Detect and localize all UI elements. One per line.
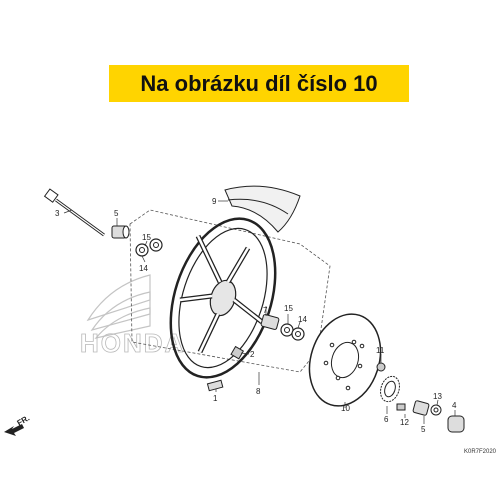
callout-15b: 15: [284, 304, 293, 313]
bearing-right-part: [280, 323, 305, 341]
callout-4: 4: [452, 401, 457, 410]
banner-text: Na obrázku díl číslo 10: [140, 70, 378, 96]
disk-bolt-part: [376, 362, 386, 372]
small-bolt-part: [396, 403, 406, 411]
part-number-banner: Na obrázku díl číslo 10: [109, 65, 409, 102]
diagram-code: K0R7F2020: [464, 449, 497, 455]
callout-7: 7: [263, 306, 268, 315]
callout-5: 5: [114, 209, 119, 218]
callout-6: 6: [384, 415, 389, 424]
brake-disk-part: [308, 313, 382, 407]
callout-10: 10: [341, 404, 350, 413]
tire-part: [224, 185, 301, 233]
speedometer-gear-part: [380, 375, 400, 403]
callout-12: 12: [400, 418, 409, 427]
direction-label: FR.: [16, 413, 32, 427]
callout-14b: 14: [298, 315, 307, 324]
balance-weight-part: [206, 379, 224, 392]
callout-11: 11: [376, 346, 385, 355]
callout-13: 13: [433, 392, 442, 401]
honda-wing-watermark: [86, 274, 151, 339]
callout-2: 2: [250, 350, 255, 359]
assembly-outline: [129, 209, 331, 373]
callout-14: 14: [139, 264, 148, 273]
collar-part-right: [412, 400, 430, 416]
washer-part: [430, 404, 442, 416]
callout-5b: 5: [421, 425, 426, 434]
callout-3: 3: [55, 209, 60, 218]
callout-1: 1: [213, 394, 218, 403]
bearing-left-part: [135, 238, 163, 257]
front-direction-arrow-icon: [4, 424, 24, 436]
callout-8: 8: [256, 387, 261, 396]
collar-part-left: [111, 225, 130, 239]
callout-9: 9: [212, 197, 217, 206]
leader-lines: [63, 200, 456, 424]
valve-part: [230, 345, 245, 360]
wheel-rim-part: [169, 217, 277, 379]
axle-bolt-part: [43, 188, 105, 237]
callout-15: 15: [142, 233, 151, 242]
collar-part-center: [260, 314, 280, 330]
honda-watermark-text: HONDA: [80, 328, 185, 358]
axle-nut-part: [447, 415, 465, 433]
